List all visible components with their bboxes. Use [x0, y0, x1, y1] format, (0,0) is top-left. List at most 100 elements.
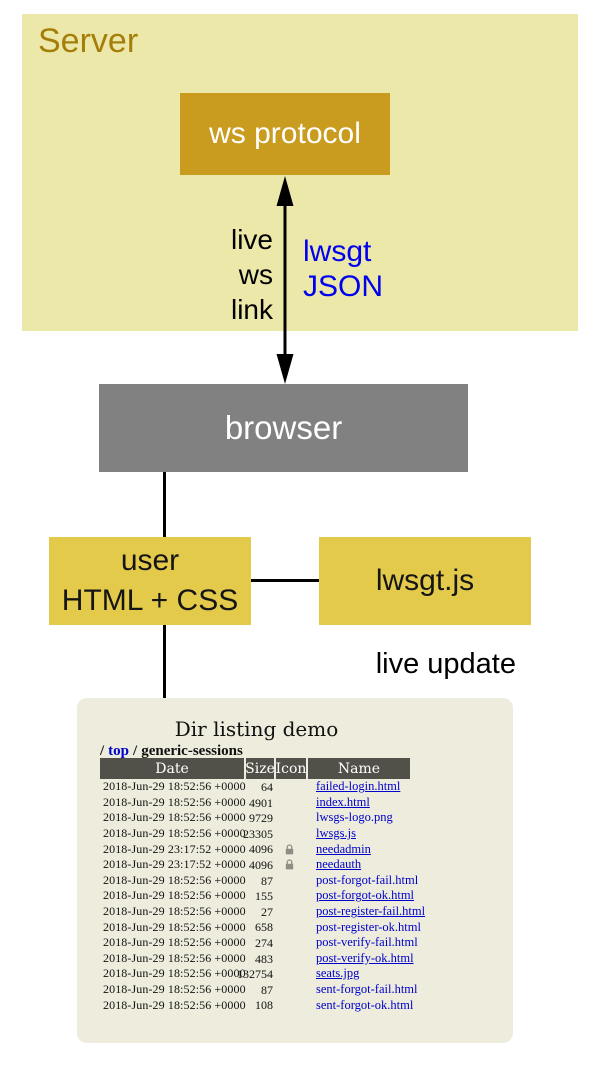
lock-icon: [285, 859, 294, 870]
file-date: 2018-Jun-29 18:52:56 +0000: [103, 982, 246, 997]
file-link[interactable]: index.html: [316, 794, 370, 809]
ws-link-label: live ws link: [230, 224, 273, 325]
file-name-cell: needauth: [306, 857, 361, 872]
connector-line-user-lwsgt: [251, 579, 319, 582]
file-icon-cell: [273, 859, 306, 870]
file-size: 9729: [249, 811, 273, 826]
file-size: 4096: [249, 842, 273, 857]
file-name-cell: post-verify-fail.html: [306, 935, 418, 950]
column-header-name: Name: [308, 758, 410, 779]
file-name-cell: lwsgs.js: [306, 826, 356, 841]
file-date: 2018-Jun-29 18:52:56 +0000: [103, 950, 246, 965]
lock-icon: [285, 844, 294, 855]
table-row: 2018-Jun-29 18:52:56 +0000 64 failed-login…: [100, 779, 500, 795]
breadcrumb: /top/generic-sessions: [100, 743, 243, 760]
file-name-cell: seats.jpg: [306, 966, 359, 981]
dir-listing-panel: Dir listing demo /top/generic-sessions D…: [77, 698, 513, 1043]
server-label: Server: [38, 22, 139, 60]
file-date: 2018-Jun-29 18:52:56 +0000: [103, 919, 246, 934]
file-date: 2018-Jun-29 18:52:56 +0000: [103, 794, 246, 809]
file-name-cell: post-register-ok.html: [306, 920, 421, 935]
table-row: 2018-Jun-29 18:52:56 +0000 87 sent-forgot-…: [100, 982, 500, 998]
file-link[interactable]: seats.jpg: [316, 966, 360, 981]
file-size: 108: [255, 998, 273, 1013]
file-name-cell: sent-forgot-fail.html: [306, 982, 417, 997]
file-icon-cell: [273, 844, 306, 855]
file-date: 2018-Jun-29 23:17:52 +0000: [103, 857, 246, 872]
breadcrumb-link-top[interactable]: top: [108, 743, 130, 759]
connector-line-user-panel: [163, 625, 166, 698]
file-name-cell: post-forgot-ok.html: [306, 888, 414, 903]
file-link[interactable]: post-register-fail.html: [316, 904, 426, 919]
bidirectional-arrow-icon: [276, 176, 294, 384]
table-row: 2018-Jun-29 18:52:56 +0000 87 post-forgot-…: [100, 873, 500, 889]
file-size: 274: [255, 935, 273, 950]
file-size: 4901: [249, 795, 273, 810]
file-date: 2018-Jun-29 18:52:56 +0000: [103, 888, 246, 903]
table-row: 2018-Jun-29 18:52:56 +0000 27 post-registe…: [100, 904, 500, 920]
file-size: 87: [261, 873, 273, 888]
file-date: 2018-Jun-29 18:52:56 +0000: [103, 826, 246, 841]
file-date: 2018-Jun-29 18:52:56 +0000: [103, 966, 246, 981]
lwsgt-js-label: lwsgt.js: [375, 564, 475, 597]
file-link[interactable]: needadmin: [316, 841, 371, 856]
dir-listing-title: Dir listing demo: [174, 717, 339, 741]
file-table-body: 2018-Jun-29 18:52:56 +0000 64 failed-login…: [100, 779, 500, 1013]
table-row: 2018-Jun-29 18:52:56 +0000 483 post-verify…: [100, 951, 500, 967]
file-size: 87: [261, 982, 273, 997]
file-name-cell: lwsgs-logo.png: [306, 810, 393, 825]
file-size: 132754: [237, 967, 273, 982]
file-size: 27: [261, 904, 273, 919]
lwsgt-js-box: lwsgt.js: [319, 537, 531, 625]
file-name-cell: post-forgot-fail.html: [306, 873, 418, 888]
file-link[interactable]: failed-login.html: [316, 779, 401, 794]
ws-protocol-box: ws protocol: [180, 93, 390, 175]
file-link[interactable]: lwsgs.js: [316, 826, 356, 841]
file-size: 4096: [249, 857, 273, 872]
column-header-date: Date: [100, 758, 244, 779]
column-header-icon: Icon: [276, 758, 306, 779]
file-size: 64: [261, 780, 273, 794]
file-link[interactable]: sent-forgot-fail.html: [316, 982, 418, 997]
file-link[interactable]: post-forgot-fail.html: [316, 872, 419, 887]
live-update-label: live update: [375, 648, 516, 680]
file-date: 2018-Jun-29 18:52:56 +0000: [103, 935, 246, 950]
column-header-size: Size: [245, 758, 275, 779]
file-link[interactable]: post-forgot-ok.html: [316, 888, 415, 903]
file-date: 2018-Jun-29 18:52:56 +0000: [103, 872, 246, 887]
file-date: 2018-Jun-29 18:52:56 +0000: [103, 997, 246, 1012]
user-box-line2: HTML + CSS: [61, 584, 239, 617]
file-link[interactable]: post-register-ok.html: [316, 919, 421, 934]
file-date: 2018-Jun-29 18:52:56 +0000: [103, 810, 246, 825]
file-link[interactable]: lwsgs-logo.png: [316, 810, 393, 825]
file-size: 483: [255, 951, 273, 966]
file-name-cell: needadmin: [306, 842, 371, 857]
file-name-cell: failed-login.html: [306, 779, 400, 794]
file-date: 2018-Jun-29 18:52:56 +0000: [103, 904, 246, 919]
ws-protocol-label: ws protocol: [209, 117, 361, 150]
file-date: 2018-Jun-29 23:17:52 +0000: [103, 841, 246, 856]
file-name-cell: post-verify-ok.html: [306, 951, 414, 966]
file-link[interactable]: needauth: [316, 857, 362, 872]
table-row: 2018-Jun-29 18:52:56 +0000 108 sent-forgot…: [100, 997, 500, 1013]
table-header-row: Date Size Icon Name: [100, 758, 410, 779]
file-link[interactable]: post-verify-ok.html: [316, 950, 414, 965]
user-box-line1: user: [120, 544, 180, 577]
breadcrumb-current: generic-sessions: [141, 743, 243, 759]
user-html-css-box: user HTML + CSS: [49, 537, 251, 625]
file-link[interactable]: post-verify-fail.html: [316, 935, 418, 950]
file-name-cell: post-register-fail.html: [306, 904, 425, 919]
browser-label: browser: [224, 409, 343, 446]
file-date: 2018-Jun-29 18:52:56 +0000: [103, 779, 246, 794]
file-link[interactable]: sent-forgot-ok.html: [316, 997, 414, 1012]
breadcrumb-slash: /: [133, 743, 138, 759]
file-size: 23305: [243, 826, 273, 841]
